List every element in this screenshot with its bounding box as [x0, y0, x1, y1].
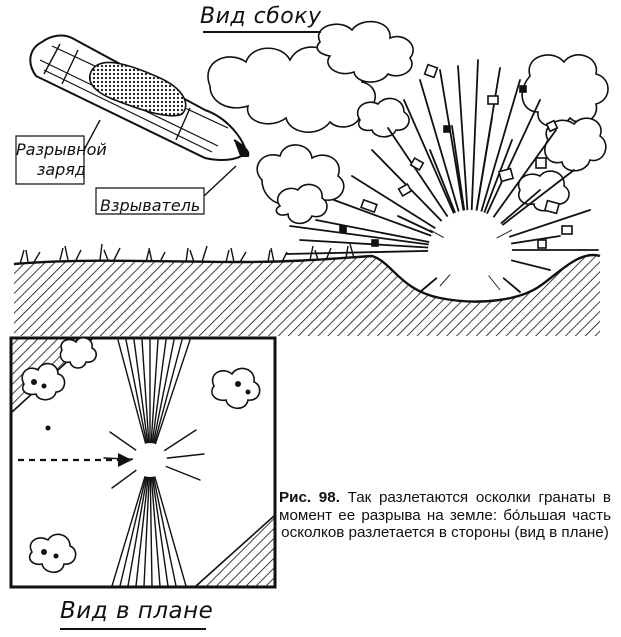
caption-text: Так разлетаются осколки гранаты в момент…	[279, 489, 611, 541]
figure-caption: Рис. 98. Так разлетаются осколки гранаты…	[279, 489, 611, 542]
leader-lines	[15, 119, 237, 215]
plan-view-title: Вид в плане	[60, 598, 214, 624]
ground	[13, 243, 601, 336]
plan-view-title-underline	[60, 628, 206, 630]
explosion-side	[207, 20, 609, 294]
figure-number: Рис. 98.	[279, 489, 340, 506]
plan-view	[9, 336, 277, 589]
explosive-charge-label-line2: заряд	[36, 160, 86, 179]
side-view-title: Вид сбоку	[200, 4, 322, 29]
side-view-title-underline	[203, 31, 321, 33]
grenade-shell	[29, 34, 250, 161]
fuse-label: Взрыватель	[100, 196, 201, 215]
explosive-charge-label-line1: Разрывной	[16, 140, 107, 159]
explosive-charge-label: Разрывной заряд	[16, 140, 107, 180]
